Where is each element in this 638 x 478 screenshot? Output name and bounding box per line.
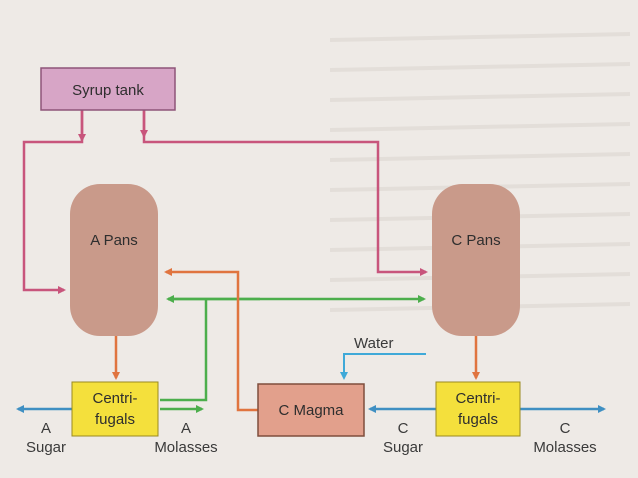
a-molasses-label-line1: A: [181, 420, 191, 437]
centrifugals-a-box: [71, 381, 159, 437]
centrifugals-a-label-line2: fugals: [95, 411, 135, 428]
c-pans-label: C Pans: [451, 232, 500, 249]
syrup-tank-box: [40, 67, 176, 111]
c-pans-vessel: [432, 184, 520, 336]
centrifugals-c-box: [435, 381, 521, 437]
c-magma-box: [257, 383, 365, 437]
c-magma-to-a-pans-line: [164, 268, 258, 412]
a-pans-vessel: [70, 184, 158, 336]
water-line: [340, 353, 426, 380]
c-sugar-label-line1: C: [398, 420, 409, 437]
a-pans-label: A Pans: [90, 232, 138, 249]
water-label: Water: [354, 335, 393, 352]
c-sugar-label-line2: Sugar: [383, 439, 423, 456]
a-molasses-label-line2: Molasses: [154, 439, 217, 456]
c-magma-label: C Magma: [278, 402, 344, 419]
c-molasses-label-line1: C: [560, 420, 571, 437]
centrifugals-a-label-line1: Centri-: [92, 390, 137, 407]
c-molasses-label-line2: Molasses: [533, 439, 596, 456]
a-sugar-label-line1: A: [41, 420, 51, 437]
syrup-tank-label: Syrup tank: [72, 82, 144, 99]
centrifugals-c-label-line2: fugals: [458, 411, 498, 428]
a-molasses-to-pans-line: [160, 299, 208, 402]
centrifugals-c-label-line1: Centri-: [455, 390, 500, 407]
a-sugar-label-line2: Sugar: [26, 439, 66, 456]
